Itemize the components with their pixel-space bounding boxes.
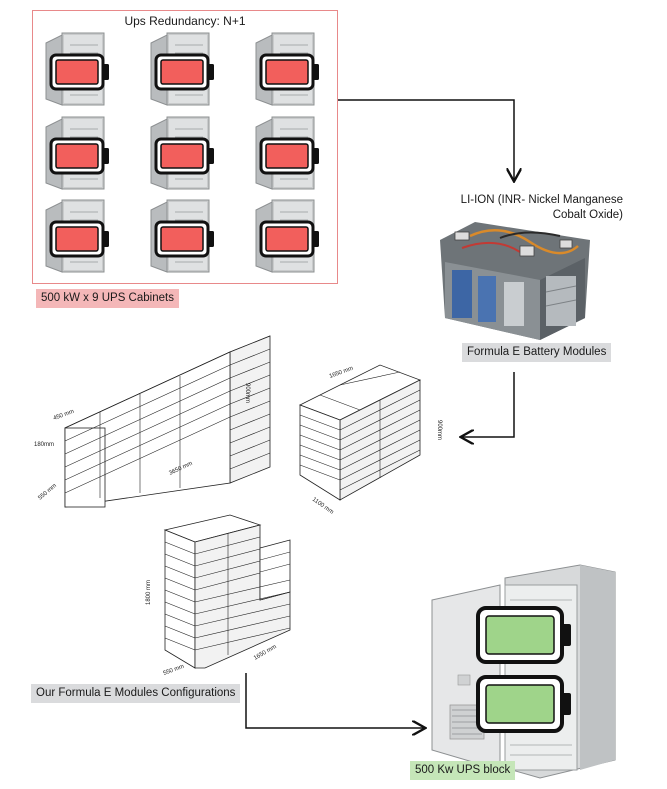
battery-module-photo — [440, 222, 590, 340]
config2-length-label: 1650 mm — [329, 366, 355, 380]
config3-width-label: 550 mm — [163, 664, 185, 677]
config1-module-height-label: 180mm — [34, 442, 54, 448]
ups-cabinets-caption: 500 kW x 9 UPS Cabinets — [36, 289, 179, 308]
config1-depth-label: 450 mm — [53, 409, 75, 422]
battery-modules-caption: Formula E Battery Modules — [462, 343, 612, 362]
configurations-caption: Our Formula E Modules Configurations — [31, 684, 241, 703]
arrow-to-configurations — [462, 372, 515, 437]
configuration-3-stack — [163, 514, 291, 669]
configuration-1-stack — [64, 335, 271, 508]
ups-redundancy-title: Ups Redundancy: N+1 — [124, 14, 246, 28]
ups-group-frame — [32, 10, 338, 284]
config2-width-label: 1100 mm — [311, 497, 335, 516]
config1-width-label: 550 mm — [37, 483, 57, 502]
configuration-2-stack — [299, 364, 421, 501]
arrow-to-modules — [338, 99, 514, 180]
arrow-to-ups-block — [245, 673, 424, 728]
green-battery-icon-top — [476, 606, 571, 664]
ups-block-caption: 500 Kw UPS block — [410, 761, 516, 780]
chemistry-line-2: Cobalt Oxide) — [552, 209, 623, 221]
config1-height-label: 900mm — [244, 383, 250, 403]
chemistry-line-1: LI-ION (INR- Nickel Manganese — [460, 194, 623, 206]
config3-height-label: 1800 mm — [146, 580, 152, 605]
config2-height-label: 900mm — [436, 420, 442, 440]
config3-length-label: 1650 mm — [253, 644, 278, 662]
chemistry-label: LI-ION (INR- Nickel Manganese Cobalt Oxi… — [403, 193, 623, 223]
ups-block-cabinet — [431, 564, 616, 779]
green-battery-icon-bottom — [476, 675, 571, 733]
